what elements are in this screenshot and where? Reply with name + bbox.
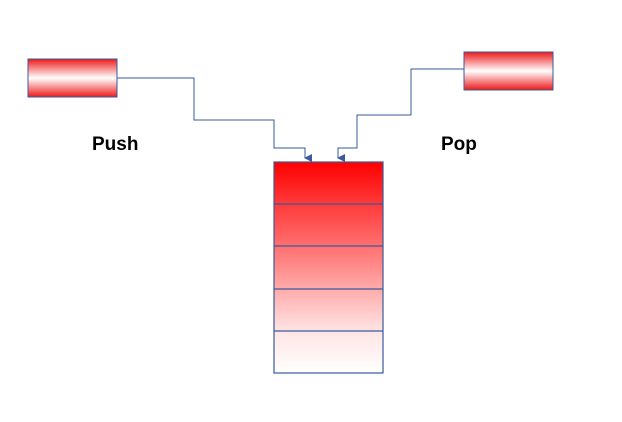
pop-label: Pop <box>441 134 477 155</box>
pop-element-box <box>463 51 554 91</box>
pop-connector <box>337 68 464 162</box>
push-connector <box>117 77 312 162</box>
stack-container <box>273 161 384 374</box>
push-element-box <box>27 58 118 98</box>
push-label: Push <box>92 134 139 155</box>
stack-slot-dividers <box>274 203 383 332</box>
